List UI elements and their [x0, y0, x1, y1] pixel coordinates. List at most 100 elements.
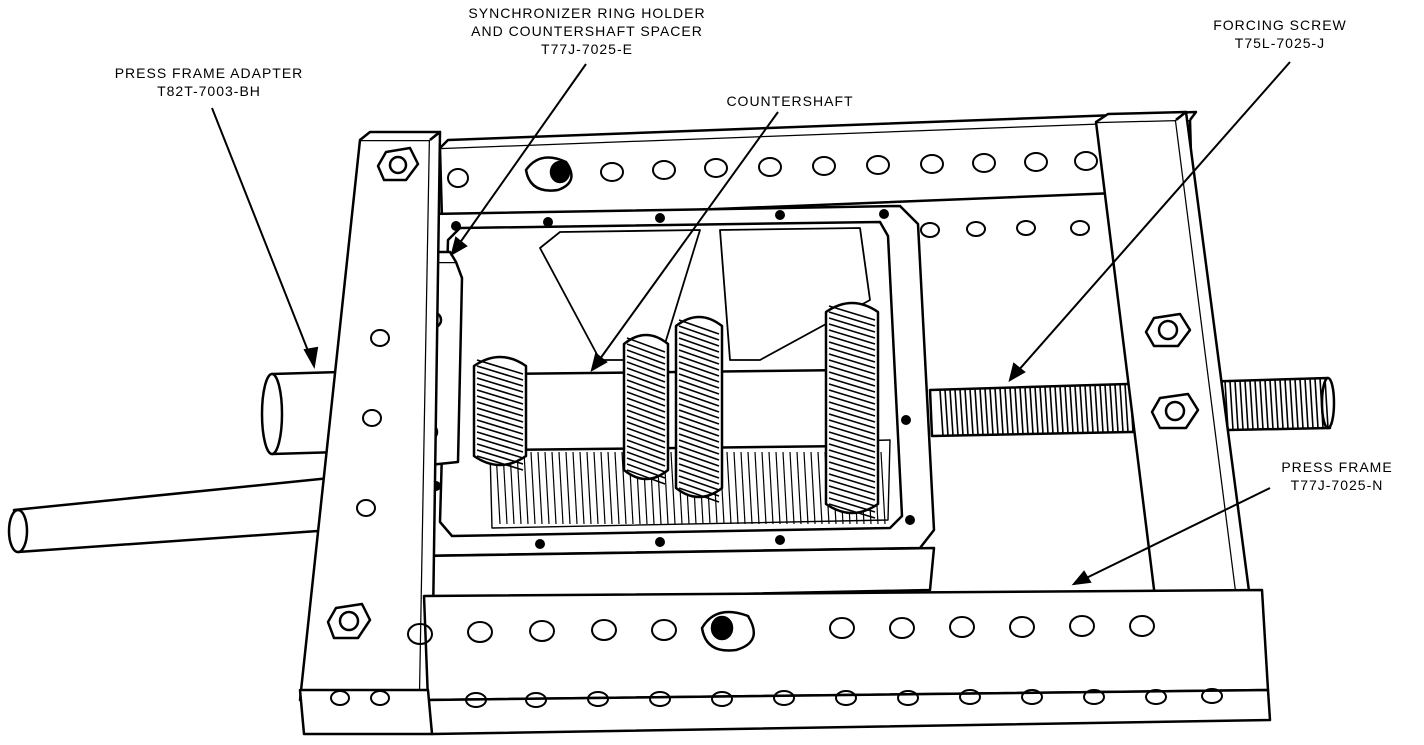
- gear-tooth: [476, 455, 524, 471]
- gear-tooth: [626, 367, 666, 383]
- leader-press-frame: [1073, 487, 1271, 585]
- thread-line: [1109, 384, 1114, 433]
- tooth-line: [796, 451, 802, 525]
- tooth-line: [600, 451, 606, 525]
- gear-tooth: [626, 409, 666, 425]
- front-rail-holes: [330, 615, 1223, 708]
- tooth-line: [523, 451, 529, 525]
- gear-tooth: [476, 449, 524, 465]
- gear-tooth: [828, 359, 876, 375]
- left-frame-holes: [356, 329, 390, 517]
- thread-line: [944, 389, 949, 436]
- gear-tooth: [476, 395, 524, 411]
- gear-tooth: [678, 403, 720, 419]
- label-synchronizer-part: T77J-7025-E: [541, 41, 633, 57]
- thread-line: [1284, 379, 1289, 429]
- right-frame-nuts: [1144, 312, 1200, 430]
- gear-tooth: [828, 305, 876, 321]
- gear-tooth: [828, 377, 876, 393]
- thread-line: [949, 389, 954, 436]
- gear-tooth: [476, 359, 524, 375]
- gear-tooth: [626, 421, 666, 437]
- gear-tooth: [626, 463, 666, 479]
- thread-line: [1324, 378, 1329, 429]
- gear-tooth: [626, 457, 666, 473]
- gear-tooth: [828, 431, 876, 447]
- leader-press-frame-adapter-arrow: [303, 346, 319, 369]
- gear-tooth: [828, 317, 876, 333]
- thread-line: [1239, 380, 1244, 430]
- tooth-line: [551, 451, 557, 525]
- gear-tooth: [626, 361, 666, 377]
- label-forcing-screw-line1: FORCING SCREW: [1213, 17, 1347, 33]
- thread-line: [1009, 387, 1014, 435]
- thread-line: [1264, 379, 1269, 430]
- thread-line: [1314, 378, 1319, 429]
- thread-line: [1259, 380, 1264, 430]
- gear-tooth: [476, 443, 524, 459]
- label-forcing-screw: FORCING SCREW T75L-7025-J: [1180, 16, 1380, 52]
- gear-tooth: [626, 349, 666, 365]
- thread-line: [1309, 378, 1314, 429]
- gear-tooth: [626, 397, 666, 413]
- helical-gear: [472, 355, 528, 467]
- gear-tooth: [828, 461, 876, 477]
- gear-tooth: [476, 413, 524, 429]
- tooth-line: [621, 451, 627, 525]
- rear-cam-nut: [524, 156, 573, 192]
- thread-line: [1044, 386, 1049, 434]
- gear-tooth: [678, 379, 720, 395]
- rear-rail-holes: [447, 151, 1098, 238]
- gear-tooth: [678, 481, 720, 497]
- gear-tooth: [678, 373, 720, 389]
- gear-tooth: [626, 445, 666, 461]
- label-countershaft: COUNTERSHAFT: [700, 92, 880, 110]
- gear-tooth: [678, 469, 720, 485]
- thread-line: [959, 389, 964, 436]
- thread-line: [1054, 386, 1059, 434]
- thread-line: [1084, 385, 1089, 433]
- gear-tooth: [678, 427, 720, 443]
- label-press-frame-adapter-line1: PRESS FRAME ADAPTER: [114, 65, 304, 81]
- gear-tooth: [678, 445, 720, 461]
- gear-tooth: [828, 491, 876, 507]
- leader-countershaft-arrow: [590, 352, 608, 373]
- gear-tooth: [828, 389, 876, 405]
- gear-tooth: [476, 401, 524, 417]
- left-frame-nut-top: [376, 146, 420, 182]
- gear-tooth: [626, 439, 666, 455]
- tooth-line: [593, 451, 599, 525]
- gear-tooth: [626, 373, 666, 389]
- tooth-line: [810, 451, 816, 525]
- thread-line: [1074, 385, 1079, 434]
- thread-line: [1289, 379, 1294, 429]
- gear-tooth: [626, 343, 666, 359]
- gear-tooth: [626, 415, 666, 431]
- gear-tooth: [828, 341, 876, 357]
- tooth-line: [572, 451, 578, 525]
- gear-tooth: [678, 397, 720, 413]
- gear-tooth: [678, 391, 720, 407]
- tooth-line: [726, 451, 732, 525]
- tooth-line: [607, 451, 613, 525]
- thread-line: [1094, 384, 1099, 433]
- gear-tooth: [476, 431, 524, 447]
- gear-tooth: [828, 323, 876, 339]
- gear-tooth: [626, 403, 666, 419]
- gear-tooth: [828, 407, 876, 423]
- gear-tooth: [678, 361, 720, 377]
- thread-line: [1279, 379, 1284, 430]
- gear-tooth: [476, 425, 524, 441]
- thread-line: [1019, 387, 1024, 435]
- thread-line: [1099, 384, 1104, 433]
- tooth-line: [740, 451, 746, 525]
- label-countershaft-line1: COUNTERSHAFT: [726, 93, 854, 109]
- thread-line: [1114, 384, 1119, 433]
- gear-tooth: [626, 379, 666, 395]
- thread-line: [1234, 380, 1239, 430]
- gear-tooth: [678, 325, 720, 341]
- tooth-line: [747, 451, 753, 525]
- gear-tooth: [476, 371, 524, 387]
